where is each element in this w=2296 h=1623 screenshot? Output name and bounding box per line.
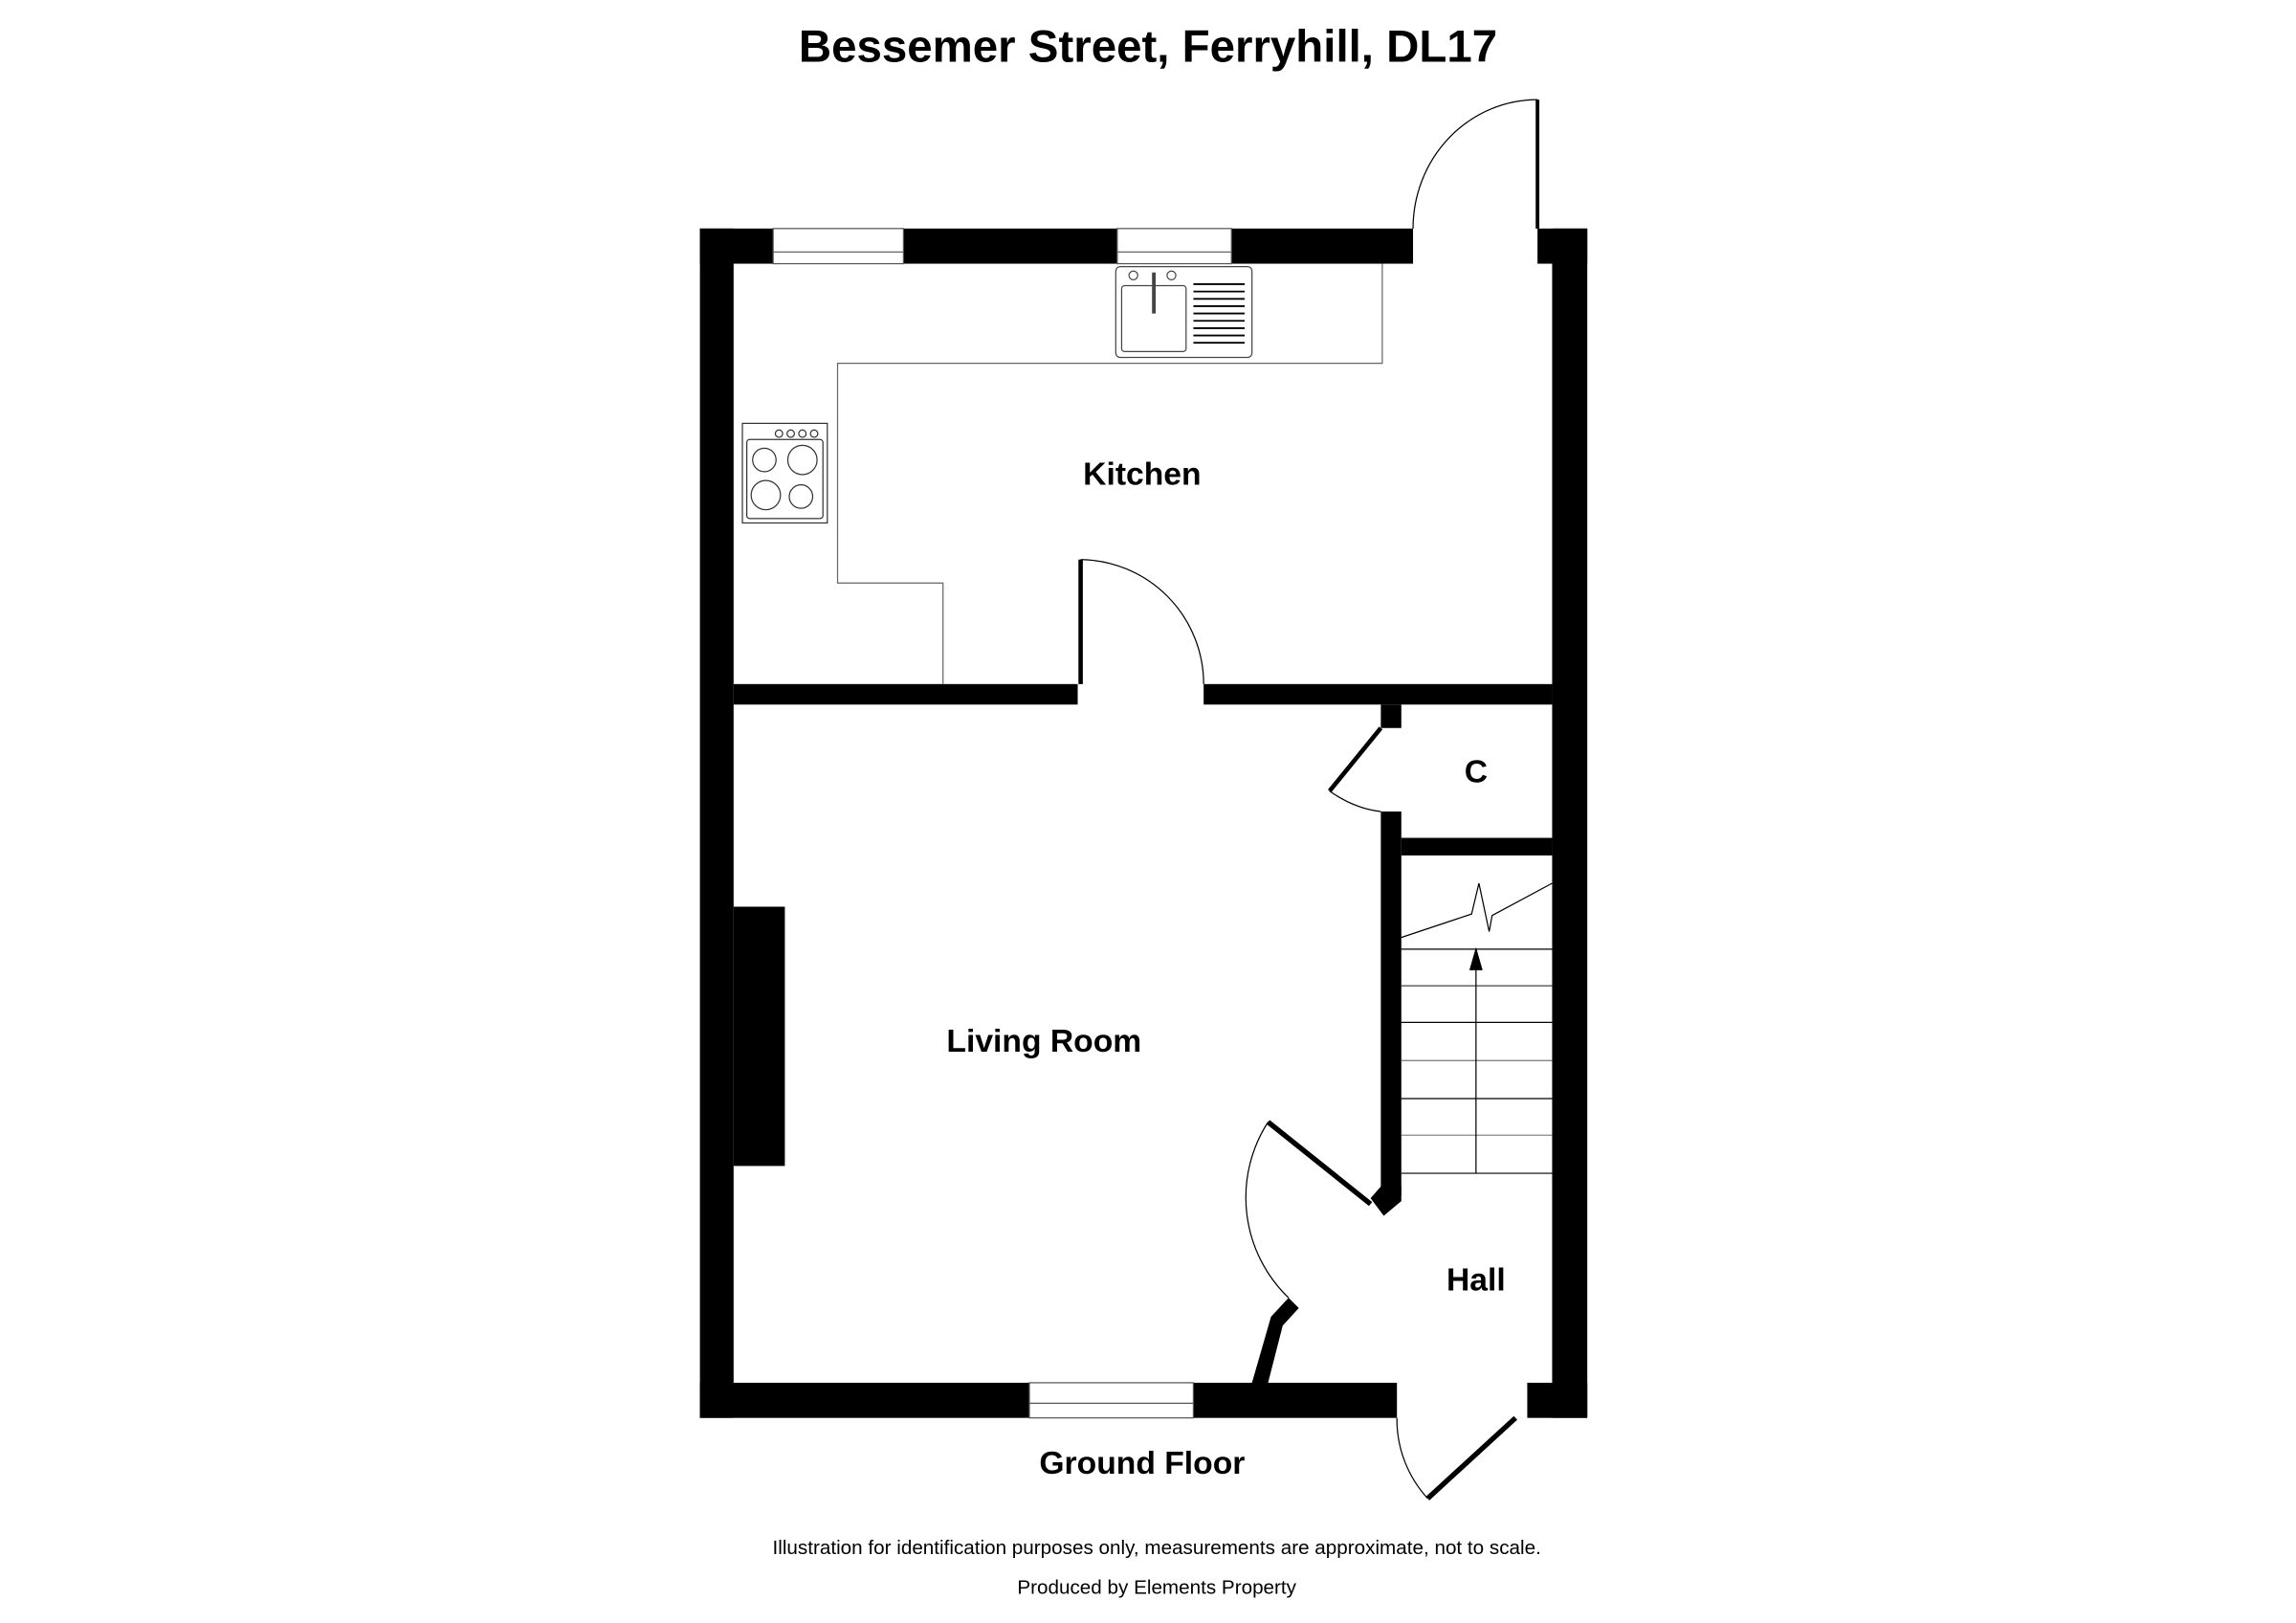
staircase xyxy=(1401,882,1553,1174)
room-label-hall: Hall xyxy=(1446,1263,1506,1299)
room-label-kitchen: Kitchen xyxy=(1083,457,1201,493)
hob-icon xyxy=(741,422,828,524)
credit-text: Produced by Elements Property xyxy=(1017,1576,1296,1598)
room-label-living-room: Living Room xyxy=(946,1024,1141,1059)
kitchen-worktops xyxy=(836,263,1383,684)
stairs-up-arrow-icon xyxy=(1468,946,1483,970)
disclaimer-text: Illustration for identification purposes… xyxy=(773,1537,1541,1559)
windows xyxy=(772,228,1232,1419)
room-label-cupboard: C xyxy=(1465,754,1488,789)
walls xyxy=(699,228,1588,1418)
floor-label: Ground Floor xyxy=(1039,1446,1245,1481)
doors xyxy=(1078,99,1540,1501)
sink-icon xyxy=(1115,266,1253,359)
plan-title: Bessemer Street, Ferryhill, DL17 xyxy=(799,21,1497,72)
